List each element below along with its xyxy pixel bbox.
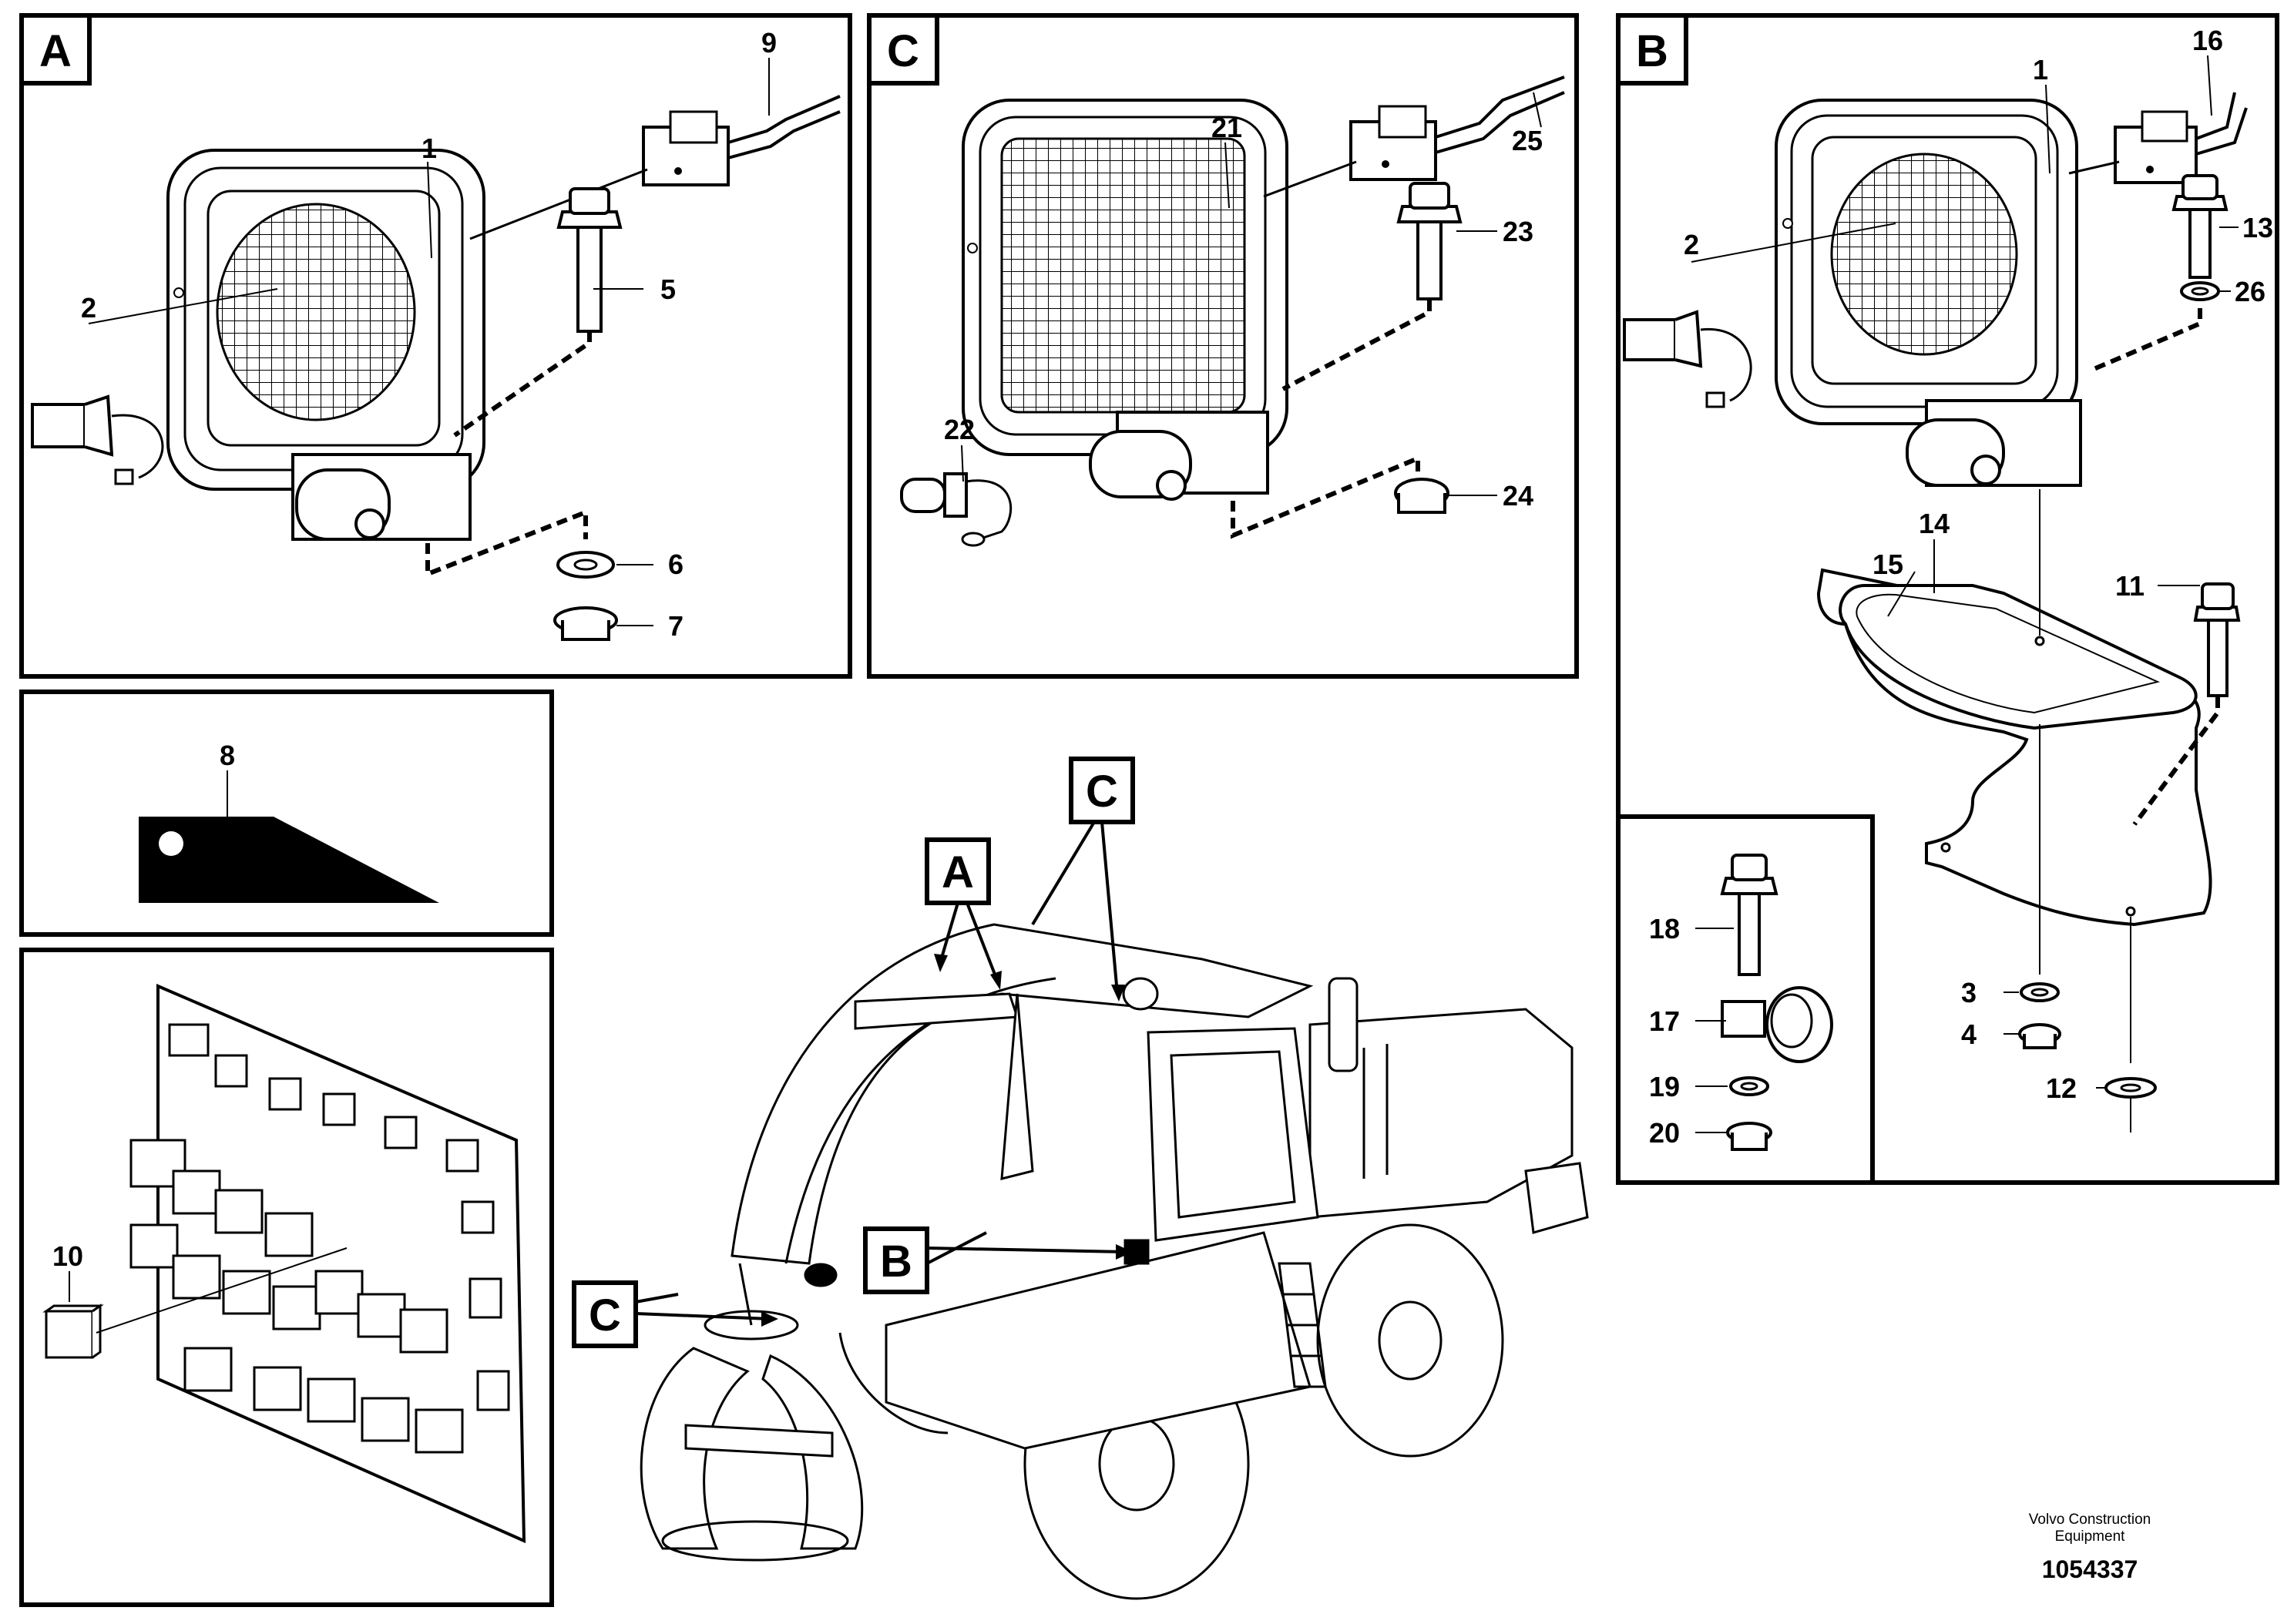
machine-tag-c-left-box xyxy=(572,1280,638,1348)
callout-8: 8 xyxy=(220,740,235,771)
callout-10: 10 xyxy=(52,1240,83,1272)
callout-19: 19 xyxy=(1649,1071,1680,1102)
machine-tags: A C B C xyxy=(572,757,1135,1348)
callout-7: 7 xyxy=(668,610,683,642)
callout-11: 11 xyxy=(2115,570,2145,602)
washer-b-26 xyxy=(2180,281,2220,301)
bolt-a xyxy=(556,187,623,333)
relay-grid xyxy=(129,1023,510,1454)
callout-5: 5 xyxy=(660,273,676,305)
callout-23: 23 xyxy=(1503,216,1533,247)
drawing-number: 1054337 xyxy=(2042,1555,2138,1583)
machine-tag-b-box xyxy=(863,1226,929,1294)
machine-tag-c-left: C xyxy=(589,1290,621,1340)
mounting-bracket xyxy=(1816,568,2212,927)
decal-hole xyxy=(159,831,183,856)
loose-relay xyxy=(42,1304,104,1359)
callout-9: 9 xyxy=(761,27,777,59)
washer-a xyxy=(556,551,615,579)
machine-tag-a-box xyxy=(925,837,991,905)
operator-cab xyxy=(1147,1027,1319,1242)
panel-c-tag-box xyxy=(867,13,939,86)
panel-a: A xyxy=(19,13,852,679)
washer-b-12 xyxy=(2104,1077,2157,1099)
callout-24: 24 xyxy=(1503,480,1533,512)
work-lamp-a xyxy=(166,149,485,541)
log-grapple xyxy=(640,1263,864,1562)
chassis xyxy=(885,1231,1312,1450)
callout-3: 3 xyxy=(1961,977,1977,1008)
nut-a xyxy=(553,606,618,641)
machine-tag-a: A xyxy=(942,847,974,898)
panel-b: B xyxy=(1616,13,2279,1185)
bulb-b xyxy=(1623,310,1752,408)
bolt-b-11 xyxy=(2193,582,2241,697)
callout-21: 21 xyxy=(1211,112,1242,143)
panel-b-frame xyxy=(1616,13,2279,1185)
connector-b xyxy=(2114,92,2248,184)
inset-fasteners: 18 17 19 20 xyxy=(1616,814,1875,1185)
exhaust-stack xyxy=(1328,977,1359,1072)
callout-20: 20 xyxy=(1649,1117,1680,1149)
callout-4: 4 xyxy=(1961,1018,1977,1050)
work-lamp-c xyxy=(962,99,1288,501)
credit-line-2: Equipment xyxy=(2055,1528,2126,1545)
callout-6: 6 xyxy=(668,549,683,580)
machine-overview xyxy=(640,923,1589,1600)
panel-a-tag: A xyxy=(39,26,72,76)
leaders-c xyxy=(961,92,1542,496)
leaders-a xyxy=(88,58,770,626)
panel-decal: 8 xyxy=(19,690,554,937)
panel-c-frame xyxy=(867,13,1579,679)
bolt-c xyxy=(1396,182,1463,300)
machine-tag-c-top: C xyxy=(1086,767,1118,817)
callout-1-b: 1 xyxy=(2033,54,2048,86)
connector-a xyxy=(642,95,841,186)
work-lamp-b xyxy=(1775,99,2082,487)
panel-decal-frame xyxy=(19,690,554,937)
callout-22: 22 xyxy=(944,414,975,445)
bolt-b xyxy=(2171,174,2229,279)
panel-a-tag-box xyxy=(19,13,92,86)
bulb-c xyxy=(900,472,1013,547)
callout-16: 16 xyxy=(2192,25,2223,56)
callout-25: 25 xyxy=(1512,125,1543,156)
grapple-lamp-marker xyxy=(804,1263,838,1287)
callout-18: 18 xyxy=(1649,913,1680,945)
callout-13: 13 xyxy=(2242,212,2273,243)
panel-c: C xyxy=(867,13,1579,679)
nut-b-4 xyxy=(2018,1023,2061,1049)
credit-line-1: Volvo Construction xyxy=(2029,1512,2151,1528)
panel-a-frame xyxy=(19,13,852,679)
callout-2-b: 2 xyxy=(1684,229,1699,260)
panel-relay-frame xyxy=(19,948,554,1607)
callout-2-a: 2 xyxy=(81,292,96,324)
callout-14: 14 xyxy=(1919,508,1950,539)
panel-relay-board: 10 xyxy=(19,948,554,1607)
callout-26: 26 xyxy=(2235,276,2265,307)
panel-b-tag: B xyxy=(1636,26,1668,76)
washer-b-3 xyxy=(2020,982,2060,1002)
panel-b-tag-box xyxy=(1616,13,1688,86)
nut-c xyxy=(1394,478,1449,514)
callout-1-a: 1 xyxy=(422,133,437,164)
callout-12: 12 xyxy=(2046,1072,2077,1104)
callout-15: 15 xyxy=(1872,549,1903,580)
decal-shape xyxy=(139,817,439,903)
panel-c-tag: C xyxy=(887,26,919,76)
callout-17: 17 xyxy=(1649,1005,1680,1037)
footer: Volvo Construction Equipment 1054337 xyxy=(2029,1512,2151,1583)
connector-c xyxy=(1349,75,1565,181)
machine-tag-b: B xyxy=(880,1236,912,1287)
bulb-a xyxy=(31,394,164,485)
leaders-b xyxy=(1691,55,2239,1089)
